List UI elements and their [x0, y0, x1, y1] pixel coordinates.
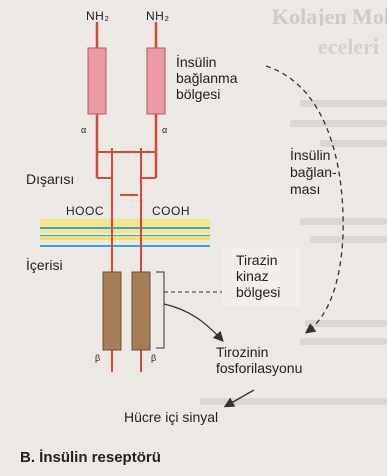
nh2-right-label: NH₂ — [146, 8, 170, 24]
kinase-to-phosphorylation-arrow — [164, 304, 222, 340]
alpha-left-label: α — [81, 122, 86, 138]
insulin-binding-line-2: bağlan- — [290, 164, 337, 180]
beta-right-label: β — [151, 350, 156, 366]
phosphorylation-to-signal-arrow — [226, 390, 254, 406]
kinase-bracket — [156, 272, 164, 348]
binding-region-line-2: bağlanma — [176, 70, 238, 86]
kinase-region-line-3: bölgesi — [236, 284, 280, 300]
kinase-block-right — [132, 272, 150, 350]
kinase-region-line-2: kinaz — [236, 268, 269, 284]
nh2-left-label: NH₂ — [86, 8, 110, 24]
alpha-right-label: α — [162, 122, 167, 138]
alpha-binding-block-left — [88, 48, 106, 114]
binding-region-line-1: İnsülin — [176, 54, 216, 70]
outside-label: Dışarısı — [26, 171, 74, 187]
tyrosine-phosphorylation-line-2: fosforilasyonu — [216, 360, 302, 376]
membrane-yellow-band — [40, 219, 210, 233]
kinase-region-line-1: Tirazin — [236, 252, 278, 268]
beta-left-label: β — [95, 350, 100, 366]
inside-label: İçerisi — [26, 257, 63, 273]
insulin-binding-line-1: İnsülin — [290, 147, 330, 163]
figure-caption: B. İnsülin reseptörü — [20, 449, 161, 466]
binding-region-line-3: bölgesi — [176, 86, 220, 102]
tyrosine-phosphorylation-line-1: Tirozinin — [216, 344, 268, 360]
alpha-binding-block-right — [147, 48, 165, 114]
hooc-label: HOOC — [66, 203, 104, 219]
insulin-binding-line-3: ması — [290, 181, 320, 197]
kinase-block-left — [103, 272, 121, 350]
intracellular-signal-label: Hücre içi sinyal — [124, 409, 218, 425]
cooh-label: COOH — [152, 203, 190, 219]
